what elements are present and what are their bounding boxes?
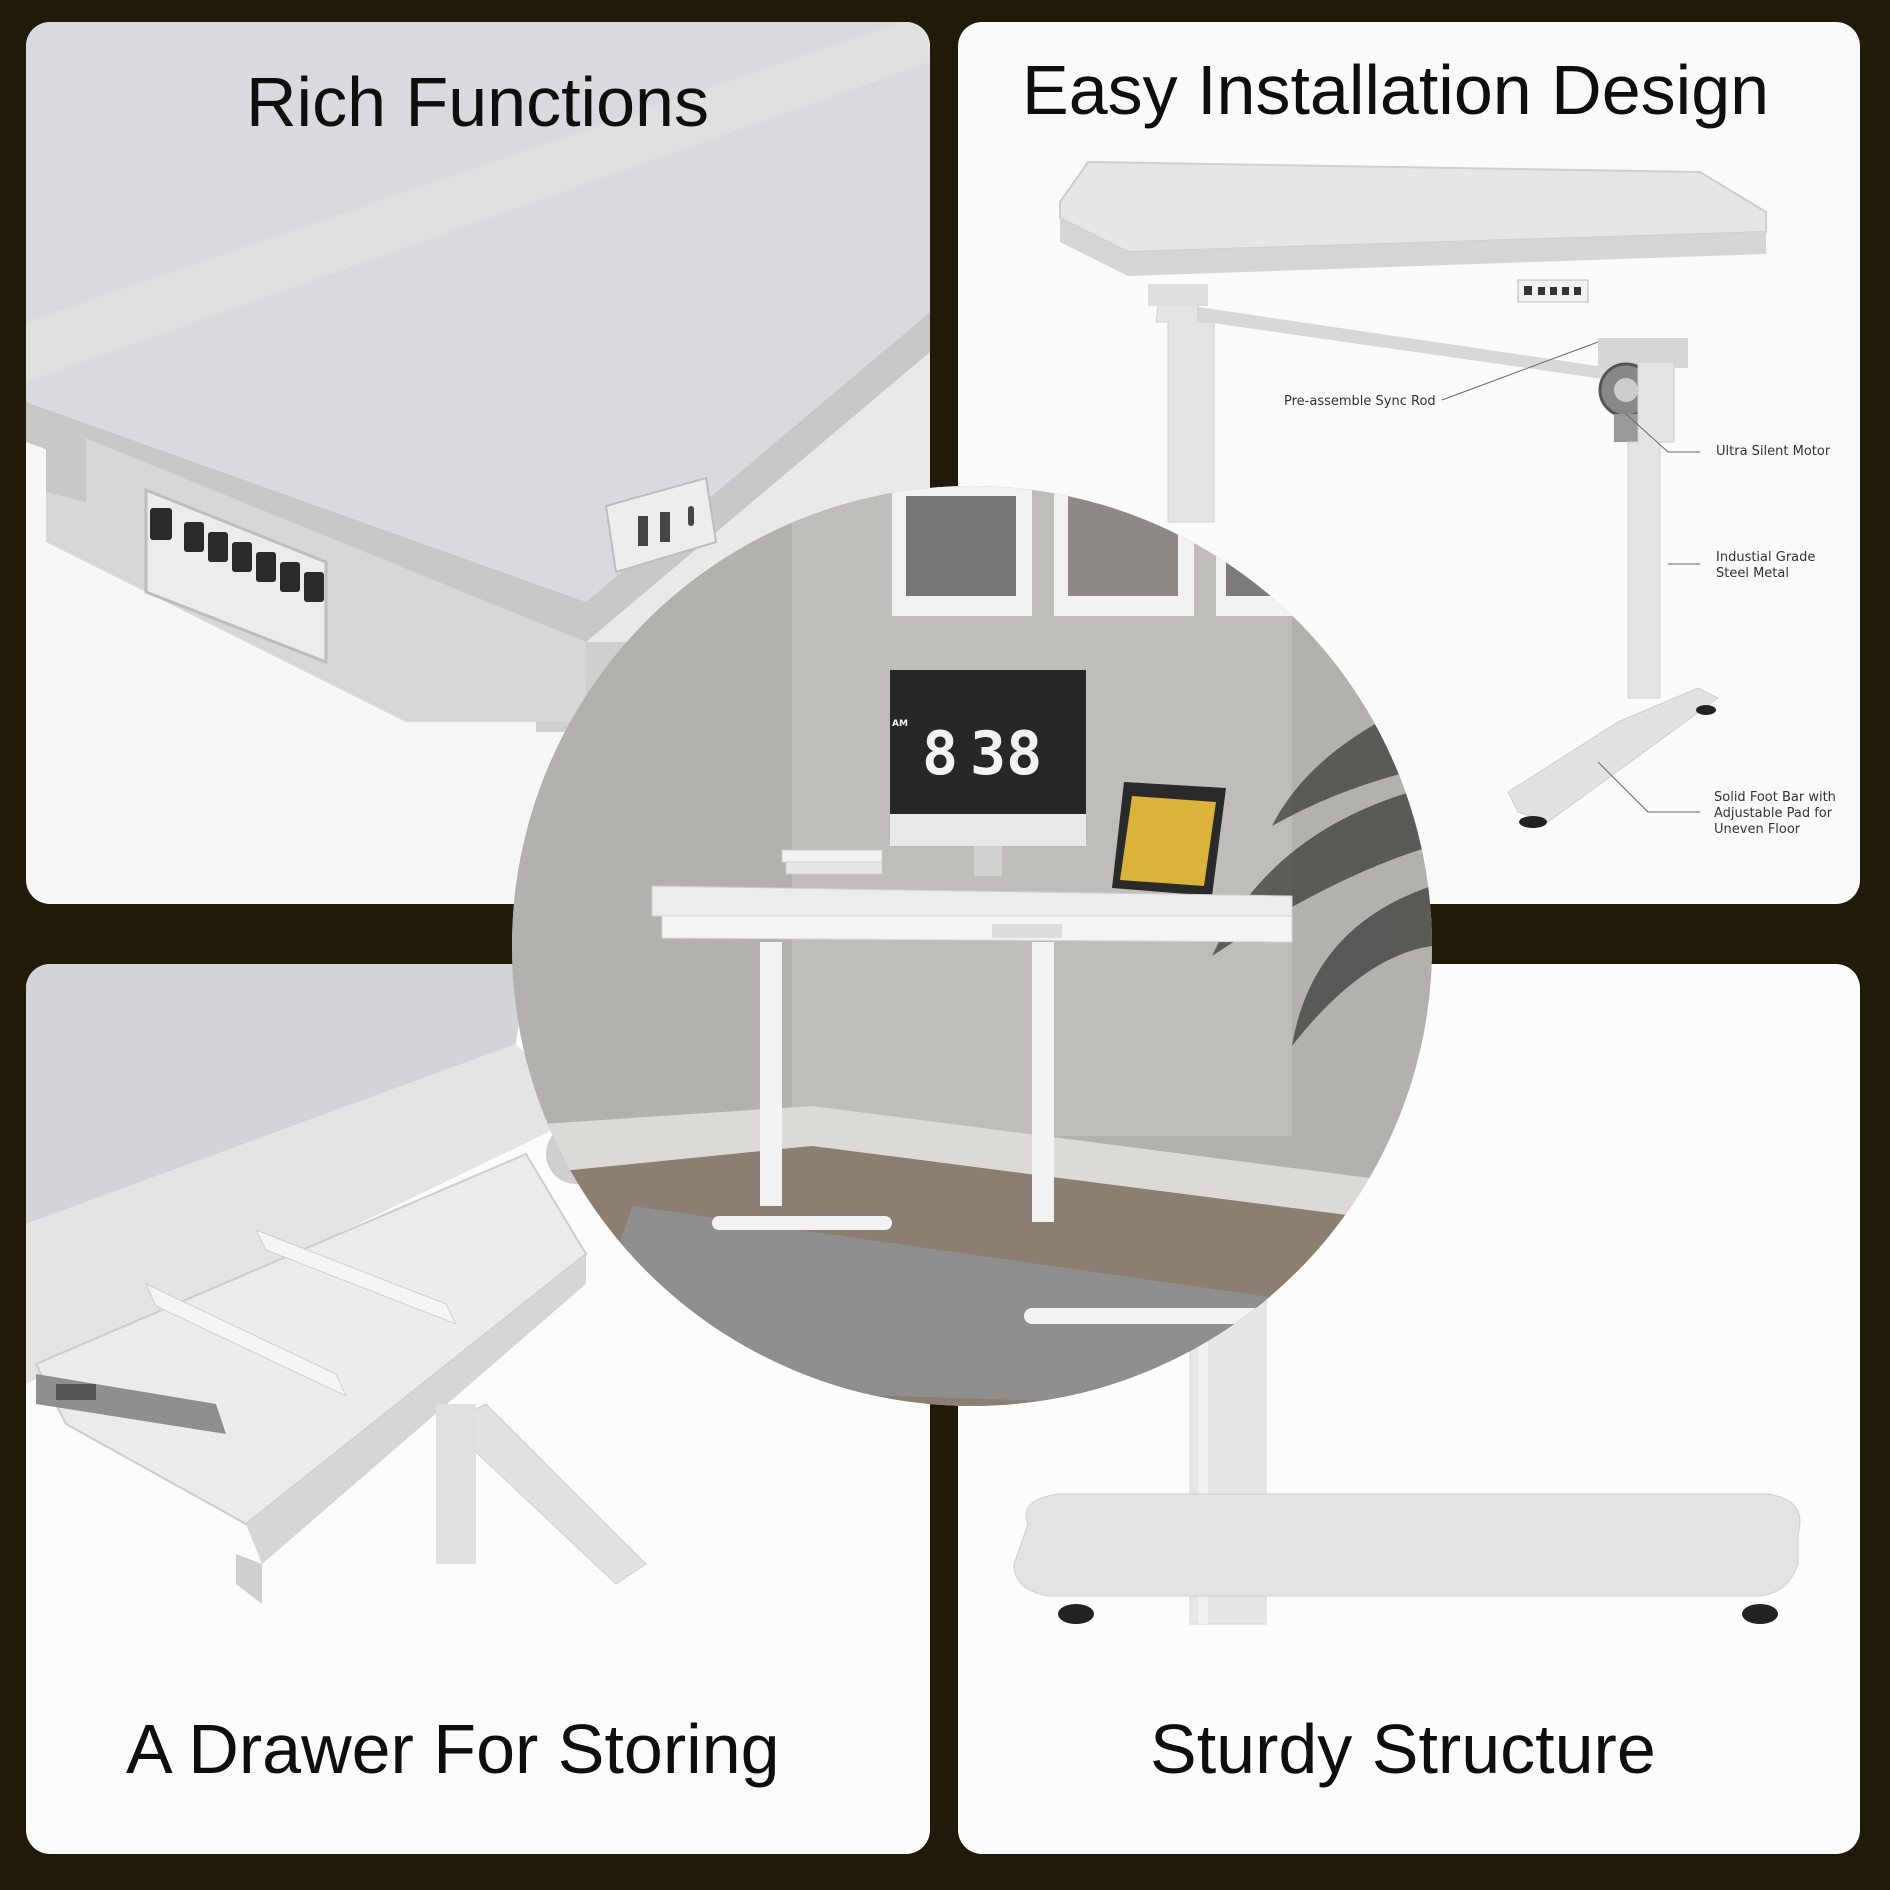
control-buttons (150, 508, 324, 602)
room-illustration (512, 486, 1432, 1406)
panel-title: A Drawer For Storing (126, 1710, 780, 1788)
callout-line: Steel Metal (1716, 566, 1789, 581)
clock-hour: 8 (922, 719, 959, 789)
callout-line: Uneven Floor (1714, 822, 1801, 837)
callout-line: Industial Grade (1716, 550, 1816, 565)
panel-title: Easy Installation Design (1022, 51, 1770, 129)
panel-title: Sturdy Structure (1150, 1710, 1656, 1788)
panel-title: Rich Functions (246, 63, 709, 141)
clock-am-pm: AM (892, 719, 908, 729)
clock-display: AM 8 38 (892, 704, 1072, 804)
desk-frame-diagram (1059, 160, 1767, 828)
callout-motor: Ultra Silent Motor (1716, 444, 1831, 459)
callout-sync-rod: Pre-assemble Sync Rod (1284, 394, 1436, 409)
drawer-closeup (26, 964, 647, 1604)
clock-minute: 38 (970, 719, 1043, 789)
callout-line: Adjustable Pad for (1714, 806, 1833, 821)
center-room-scene: AM 8 38 (512, 486, 1432, 1406)
callout-line: Solid Foot Bar with (1714, 790, 1836, 805)
callout-steel: Industial Grade Steel Metal (1716, 550, 1815, 582)
callout-foot: Solid Foot Bar with Adjustable Pad for U… (1714, 790, 1836, 838)
